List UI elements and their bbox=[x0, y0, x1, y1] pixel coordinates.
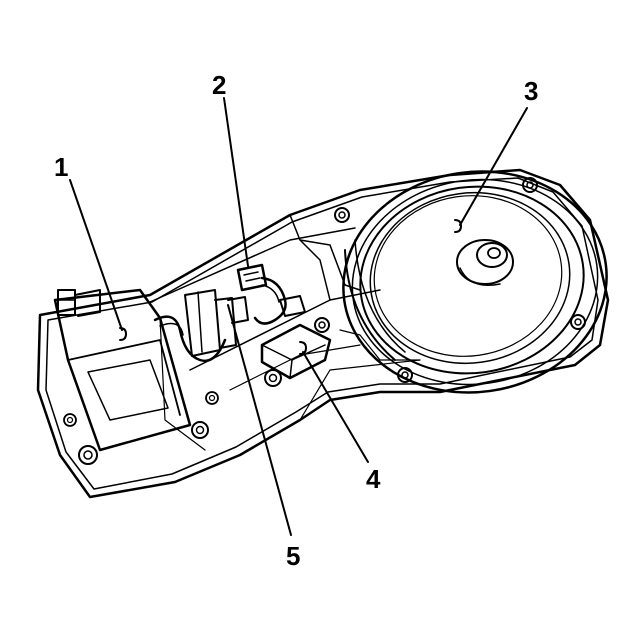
screw-icon bbox=[264, 369, 282, 387]
callout-5: 5 bbox=[286, 541, 300, 571]
screw-icon bbox=[314, 317, 330, 333]
leader-line-2 bbox=[223, 97, 249, 267]
mounting-panel bbox=[36, 168, 610, 499]
connector-bracket bbox=[184, 289, 249, 357]
screw-icon bbox=[205, 391, 219, 405]
leader-line-4 bbox=[302, 351, 369, 463]
leader-line-5 bbox=[227, 304, 292, 536]
callout-2: 2 bbox=[212, 70, 226, 100]
callout-4: 4 bbox=[366, 464, 381, 494]
screw-icon bbox=[63, 413, 77, 427]
callout-3: 3 bbox=[524, 76, 538, 106]
screw-icon bbox=[334, 207, 350, 223]
speaker bbox=[342, 170, 608, 394]
leader-line-1 bbox=[69, 179, 123, 331]
callout-1: 1 bbox=[54, 152, 68, 182]
harness-connector bbox=[236, 263, 306, 325]
screw-icon bbox=[78, 445, 98, 465]
fasteners bbox=[63, 177, 586, 465]
callout-labels: 1 2 3 4 5 bbox=[54, 70, 538, 571]
leader-lines bbox=[69, 97, 528, 536]
screw-icon bbox=[191, 421, 209, 439]
leader-line-3 bbox=[459, 107, 528, 226]
control-module bbox=[53, 288, 227, 452]
